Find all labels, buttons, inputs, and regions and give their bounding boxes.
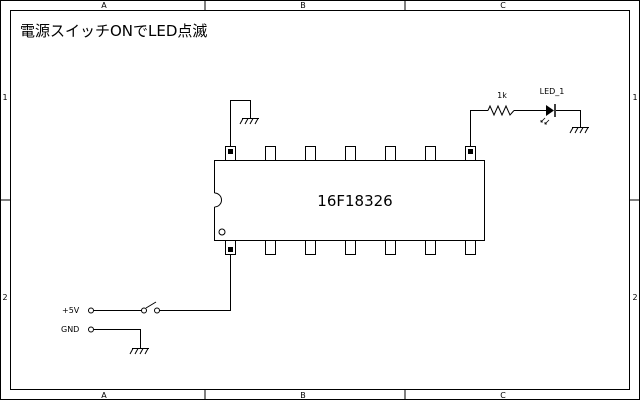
resistor-zigzag xyxy=(487,104,515,117)
wire-pin-resistor xyxy=(470,110,488,146)
led-1[interactable]: LED_1 xyxy=(540,87,565,125)
ic-pin xyxy=(345,240,356,255)
ic-pin xyxy=(385,146,396,161)
ic-pin xyxy=(385,240,396,255)
ic-pin xyxy=(425,240,436,255)
ic-pin xyxy=(305,146,316,161)
ic-pin xyxy=(345,146,356,161)
col-label-c-bottom: C xyxy=(500,391,506,400)
ic-pin xyxy=(305,240,316,255)
wire-gnd-terminal xyxy=(94,329,141,348)
col-label-a-top: A xyxy=(101,1,107,10)
led-ref-label: LED_1 xyxy=(540,87,565,96)
resistor-1k[interactable]: 1k xyxy=(487,91,515,117)
ic-notch xyxy=(214,192,222,208)
wires xyxy=(94,100,581,348)
wire-vdd-gnd xyxy=(230,100,251,146)
ic-pin xyxy=(265,240,276,255)
ground-symbol-bottom xyxy=(129,348,149,355)
pin1-marker xyxy=(218,228,226,236)
row-label-2-right: 2 xyxy=(632,293,637,302)
ic-pin xyxy=(465,240,476,255)
col-label-b-top: B xyxy=(300,1,306,10)
switch-contact-left xyxy=(141,307,147,314)
terminal-5v[interactable]: +5V xyxy=(62,306,94,315)
terminal-5v-label: +5V xyxy=(62,306,80,315)
ic-body xyxy=(214,160,485,241)
row-label-1-left: 1 xyxy=(2,93,7,102)
sheet-border-inner xyxy=(10,10,630,390)
ic-16f18326[interactable]: 16F18326 xyxy=(213,160,485,241)
led-light-arrows-icon xyxy=(540,117,550,125)
wire-led-gnd xyxy=(556,110,581,127)
ground-symbol-led xyxy=(569,127,589,134)
ic-part-label: 16F18326 xyxy=(317,192,392,210)
led-triangle-icon xyxy=(546,105,554,116)
row-label-1-right: 1 xyxy=(632,93,637,102)
pin-connection-dots xyxy=(228,149,473,252)
sheet-title: 電源スイッチONでLED点滅 xyxy=(20,22,207,40)
col-label-b-bottom: B xyxy=(300,391,306,400)
terminal-gnd-label: GND xyxy=(61,325,79,334)
switch-contact-right xyxy=(154,307,160,314)
row-label-2-left: 2 xyxy=(2,293,7,302)
col-label-c-top: C xyxy=(500,1,506,10)
terminal-5v-circle xyxy=(88,307,94,314)
resistor-value-label: 1k xyxy=(497,91,507,100)
switch-lever xyxy=(145,301,157,309)
terminal-gnd-circle xyxy=(88,326,94,333)
ground-symbol-top xyxy=(239,118,259,125)
wire-switch-pin xyxy=(159,255,231,311)
terminal-gnd[interactable]: GND xyxy=(61,325,94,334)
col-label-a-bottom: A xyxy=(101,391,107,400)
ic-pin xyxy=(425,146,436,161)
ic-pin xyxy=(265,146,276,161)
power-switch[interactable] xyxy=(141,301,160,314)
